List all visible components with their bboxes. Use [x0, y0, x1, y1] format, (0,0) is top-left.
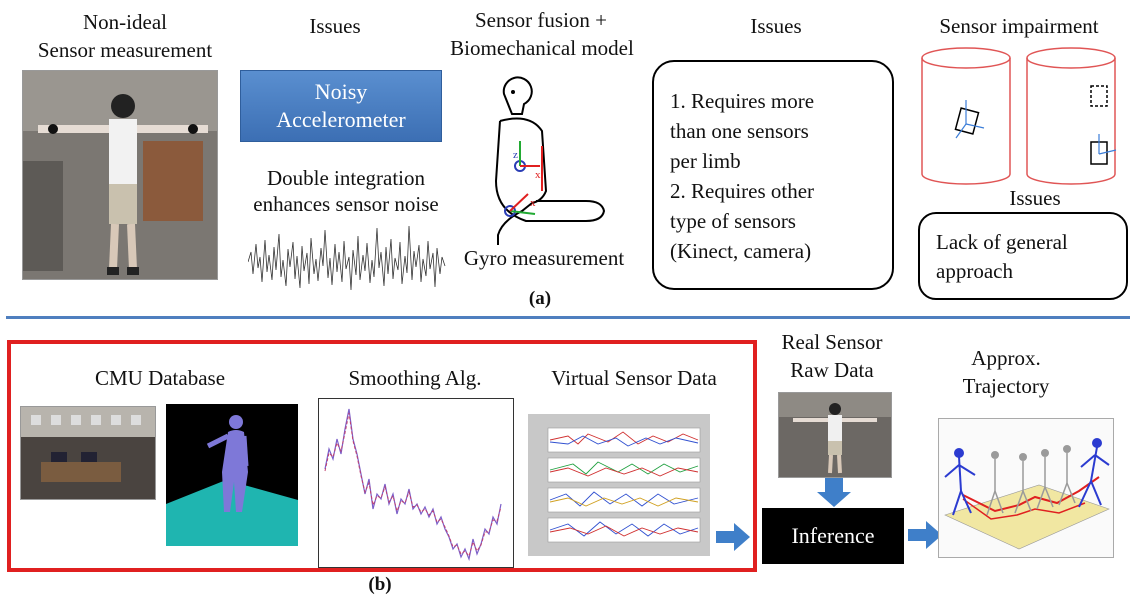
lack-line-1: Lack of general: [936, 230, 1068, 254]
arrow-down-icon: [816, 478, 852, 508]
smoothing-alg-title: Smoothing Alg.: [348, 366, 482, 390]
cmu-database-title: CMU Database: [94, 366, 226, 390]
non-ideal-title: Non-ideal: [83, 10, 167, 34]
req-line-5: type of sensors: [670, 209, 796, 233]
panel-a-label: (a): [528, 288, 552, 309]
requirements-box: 1. Requires more than one sensors per li…: [652, 60, 894, 290]
sensor-person-photo: [22, 70, 218, 280]
cmu-lab-photo: [20, 406, 156, 500]
arrow-to-inference-icon: [716, 522, 752, 552]
inference-box: Inference: [762, 508, 904, 564]
arm-biomechanical-diagram: z x x: [480, 66, 640, 246]
sensor-impairment-title: Sensor impairment: [939, 14, 1099, 38]
approx-title-1: Approx.: [971, 346, 1041, 370]
trajectory-figure: [938, 418, 1114, 558]
smoothing-plot: [318, 398, 514, 568]
req-line-2: than one sensors: [670, 119, 809, 143]
svg-text:z: z: [513, 149, 518, 161]
svg-text:x: x: [535, 169, 541, 181]
arrow-to-trajectory-icon: [908, 520, 944, 550]
virtual-sensor-plots: [528, 414, 710, 556]
issues-label-3: Issues: [1009, 186, 1061, 210]
issues-label-1: Issues: [309, 14, 361, 38]
approx-title-2: Trajectory: [962, 374, 1050, 398]
sensor-fusion-title-1: Sensor fusion +: [474, 8, 607, 32]
training-pipeline-frame: [7, 340, 757, 572]
panel-divider: [6, 316, 1130, 319]
sensor-impairment-cylinders: [916, 46, 1126, 186]
noisy-accelerometer-box: Noisy Accelerometer: [240, 70, 442, 142]
real-sensor-photo: [778, 392, 892, 478]
sensor-measurement-title: Sensor measurement: [37, 38, 213, 62]
req-line-3: per limb: [670, 149, 741, 173]
double-integration-text-2: enhances sensor noise: [253, 192, 439, 216]
req-line-4: 2. Requires other: [670, 179, 815, 203]
issues-label-2: Issues: [750, 14, 802, 38]
noise-signal-plot: [247, 222, 446, 300]
real-sensor-title-2: Raw Data: [790, 358, 874, 382]
real-sensor-title-1: Real Sensor: [781, 330, 883, 354]
panel-b-label: (b): [368, 574, 392, 595]
lack-line-2: approach: [936, 259, 1013, 283]
mocap-figure-render: [166, 404, 298, 546]
double-integration-text-1: Double integration: [266, 166, 426, 190]
sensor-fusion-title-2: Biomechanical model: [450, 36, 634, 60]
lack-of-approach-box: Lack of general approach: [918, 212, 1128, 300]
svg-text:x: x: [530, 197, 536, 209]
req-line-1: 1. Requires more: [670, 89, 815, 113]
virtual-sensor-data-title: Virtual Sensor Data: [551, 366, 717, 390]
gyro-measurement-label: Gyro measurement: [463, 246, 625, 270]
req-line-6: (Kinect, camera): [670, 239, 812, 263]
